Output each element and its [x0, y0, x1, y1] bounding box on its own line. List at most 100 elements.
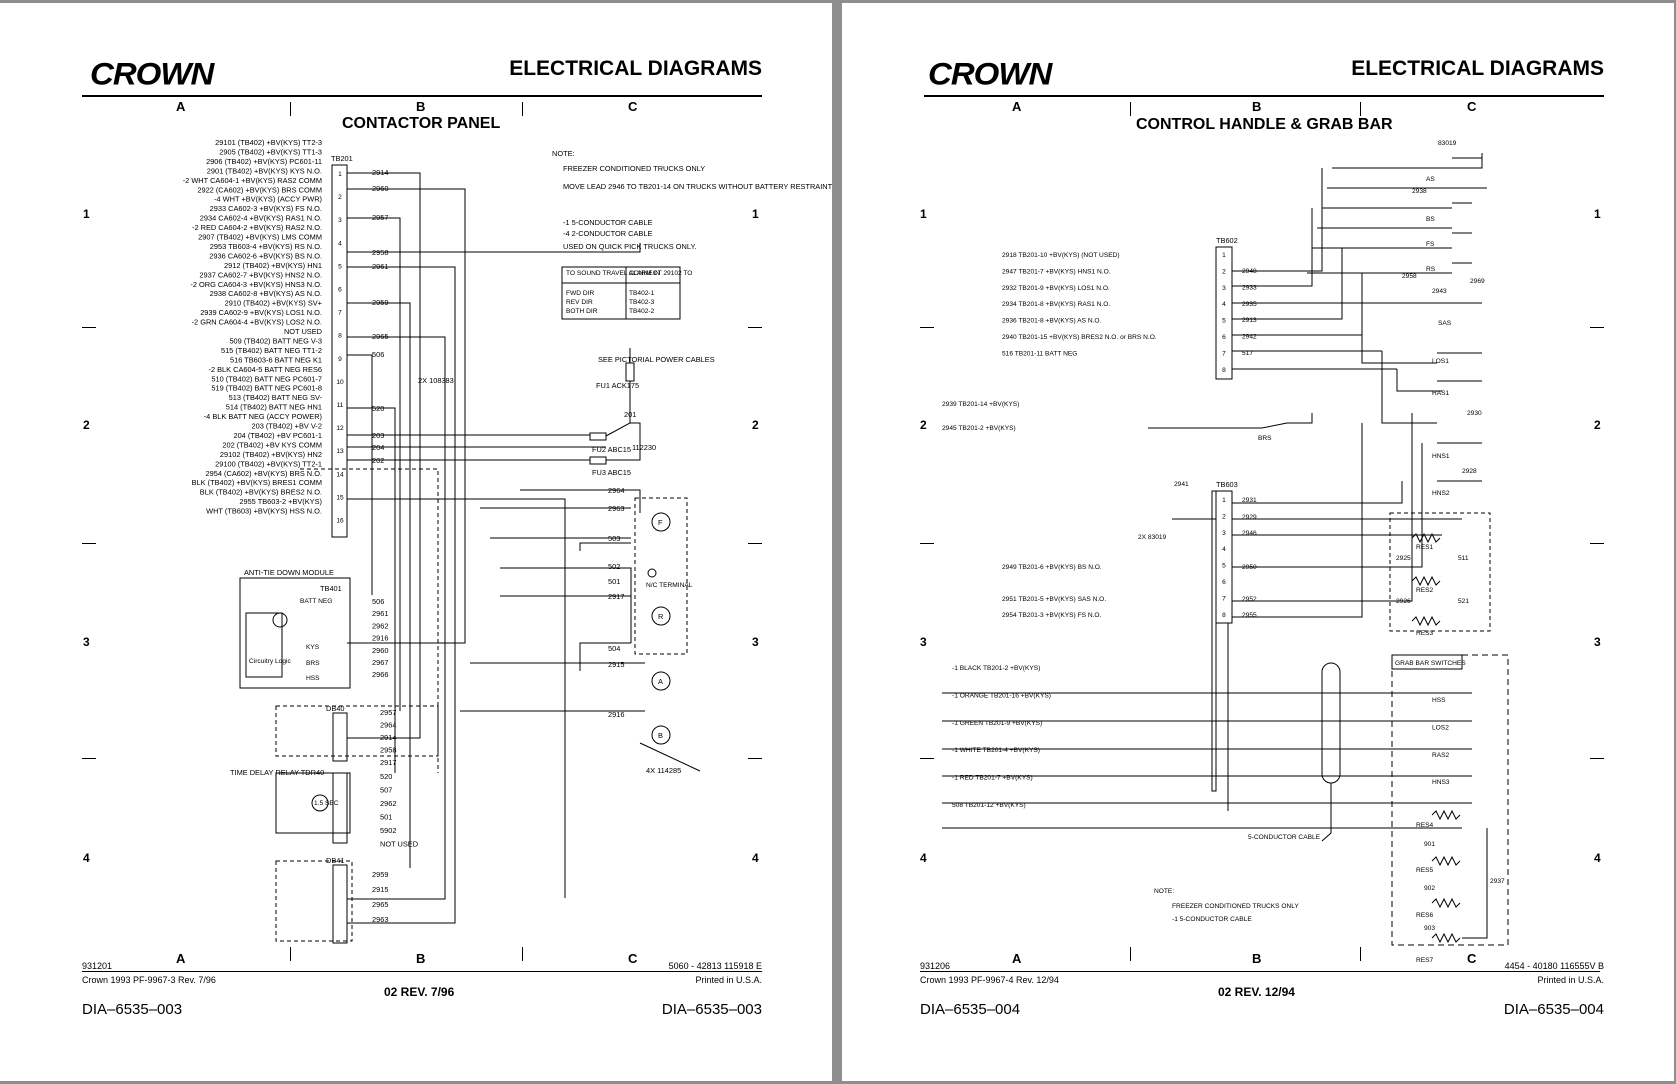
- table-header-2: CONNECT 29102 TO: [629, 270, 692, 277]
- tdr-wire: 507: [380, 786, 392, 795]
- page-header: ELECTRICAL DIAGRAMS: [509, 57, 762, 80]
- column-label-a-bottom: A: [176, 951, 186, 966]
- footer-copyright: Crown 1993 PF-9967-3 Rev. 7/96: [82, 975, 216, 985]
- motor-box: [634, 497, 688, 655]
- wire-label: -2 GRN CA604-4 +BV(KYS) LOS2 N.O.: [192, 318, 322, 327]
- resistor-wire: 2925: [1396, 555, 1411, 562]
- grab-wire: 2937: [1490, 878, 1505, 885]
- tb602-terminal: 2: [1222, 268, 1226, 275]
- brs-label: BRS: [1258, 435, 1272, 442]
- tb602-wire: 2933: [1242, 284, 1257, 291]
- row-tick: [1590, 543, 1604, 544]
- footer-sheet-number: 931206: [920, 961, 951, 971]
- circuitry-logic-box: [245, 612, 283, 678]
- header-rule: [924, 95, 1604, 97]
- row-label-3-right: 3: [752, 635, 759, 649]
- row-tick: [748, 543, 762, 544]
- tb201-terminal: 8: [338, 333, 342, 340]
- tb602-lead: 2934 TB201-8 +BV(KYS) RAS1 N.O.: [1002, 301, 1110, 308]
- tdr-box: [275, 772, 351, 834]
- tb603-lead: 2949 TB201-6 +BV(KYS) BS N.O.: [1002, 564, 1102, 571]
- wire-label: NOT USED: [284, 327, 322, 336]
- nc-terminal: [647, 568, 657, 578]
- table-row-3-a: BOTH DIR: [566, 308, 598, 315]
- tb602-lead: 2940 TB201-15 +BV(KYS) BRES2 N.O. or BRS…: [1002, 334, 1157, 341]
- tb603-terminal: 5: [1222, 563, 1226, 570]
- row-tick: [748, 758, 762, 759]
- relay-part-label: 2X 108383: [418, 376, 454, 385]
- row-tick: [82, 543, 96, 544]
- diagram-page-contactor-panel: CROWN ELECTRICAL DIAGRAMS A B C CONTACTO…: [0, 3, 832, 1081]
- tb602-strip: [1215, 246, 1233, 380]
- wire-number: 2959: [372, 298, 388, 307]
- resistor-box: [1389, 512, 1491, 632]
- footer-copyright: Crown 1993 PF-9967-4 Rev. 12/94: [920, 975, 1059, 985]
- tb602-wire: 2913: [1242, 317, 1257, 324]
- switch-wire: 2958: [1402, 273, 1417, 280]
- wire-number: 2957: [372, 213, 388, 222]
- column-label-a: A: [176, 99, 186, 114]
- row-label-1-right: 1: [752, 207, 759, 221]
- tdr-strip: [332, 772, 348, 844]
- row-label-4-right: 4: [1594, 851, 1601, 865]
- grab-switch-label: HNS3: [1432, 779, 1450, 786]
- cable-lead: -1 ORANGE TB201-16 +BV(KYS): [952, 692, 1051, 699]
- tb602-terminal: 3: [1222, 285, 1226, 292]
- diagram-title: CONTACTOR PANEL: [342, 115, 501, 132]
- row-label-4: 4: [920, 851, 927, 865]
- circuitry-logic-label: Circuitry Logic: [249, 658, 291, 665]
- fu1-label: FU1 ACK175: [596, 381, 639, 390]
- tb603-wire: 2946: [1242, 530, 1257, 537]
- tb603-strip: [1215, 490, 1233, 624]
- column-divider: [1360, 947, 1361, 961]
- db40-label: DB40: [326, 704, 345, 713]
- grab-wire: 901: [1424, 841, 1435, 848]
- crown-logo: CROWN: [90, 55, 214, 92]
- tb602-terminal: 8: [1222, 367, 1226, 374]
- tb602-wire: 2948: [1242, 268, 1257, 275]
- row-label-4: 4: [83, 851, 90, 865]
- grab-resistor-label: RES6: [1416, 912, 1434, 919]
- motor-a-label: A: [658, 677, 663, 686]
- row-tick: [920, 327, 934, 328]
- note-title: NOTE:: [552, 149, 575, 158]
- tb201-terminal: 7: [338, 310, 342, 317]
- cable-lead: -1 BLACK TB201-2 +BV(KYS): [952, 665, 1040, 672]
- tb603-terminal: 3: [1222, 530, 1226, 537]
- diode-part-label: 4X 114285: [646, 766, 681, 775]
- db41-wire: 2965: [372, 900, 388, 909]
- tdr-label: TIME DELAY RELAY TDR40: [230, 768, 324, 777]
- column-divider: [290, 947, 291, 961]
- grab-wire: 903: [1424, 925, 1435, 932]
- tb603-wire: 2931: [1242, 497, 1257, 504]
- table-row-3-b: TB402-2: [629, 308, 655, 315]
- footer-part-code: 4454 - 40180 116555V B: [1504, 961, 1604, 971]
- wire-label: 513 (TB402) BATT NEG SV-: [229, 393, 323, 402]
- resistor-label: RES2: [1416, 587, 1434, 594]
- tdr-wire: NOT USED: [380, 840, 418, 849]
- wire-label: 519 (TB402) BATT NEG PC601-8: [211, 384, 322, 393]
- column-label-c-bottom: C: [1467, 951, 1477, 966]
- switch-label: HNS2: [1432, 490, 1450, 497]
- tb603-terminal: 4: [1222, 546, 1226, 553]
- wire-2941-label: 2941: [1174, 481, 1189, 488]
- wire-number: 2965: [372, 332, 388, 341]
- tb201-terminal: 13: [336, 448, 344, 455]
- header-rule: [82, 95, 762, 97]
- grab-resistor-label: RES5: [1416, 867, 1434, 874]
- tb603-terminal: 6: [1222, 579, 1226, 586]
- wire-label: 2953 TB603-4 +BV(KYS) RS N.O.: [210, 242, 322, 251]
- wire-number: 202: [372, 456, 384, 465]
- cable-oval: [1321, 662, 1341, 784]
- column-label-c: C: [628, 99, 638, 114]
- wire-label: 2933 CA602-3 +BV(KYS) FS N.O.: [210, 204, 322, 213]
- atd-label-batt: BATT NEG: [300, 598, 332, 605]
- wire-label: 2939 CA602-9 +BV(KYS) LOS1 N.O.: [200, 308, 322, 317]
- extra-left-2: 2945 TB201-2 +BV(KYS): [942, 425, 1016, 432]
- wire-label: 509 (TB402) BATT NEG V-3: [229, 336, 322, 345]
- column-label-c: C: [1467, 99, 1477, 114]
- tb603-terminal: 2: [1222, 513, 1226, 520]
- row-tick: [748, 327, 762, 328]
- grab-resistor-label: RES7: [1416, 957, 1434, 964]
- db40-wire: 2957: [380, 708, 396, 717]
